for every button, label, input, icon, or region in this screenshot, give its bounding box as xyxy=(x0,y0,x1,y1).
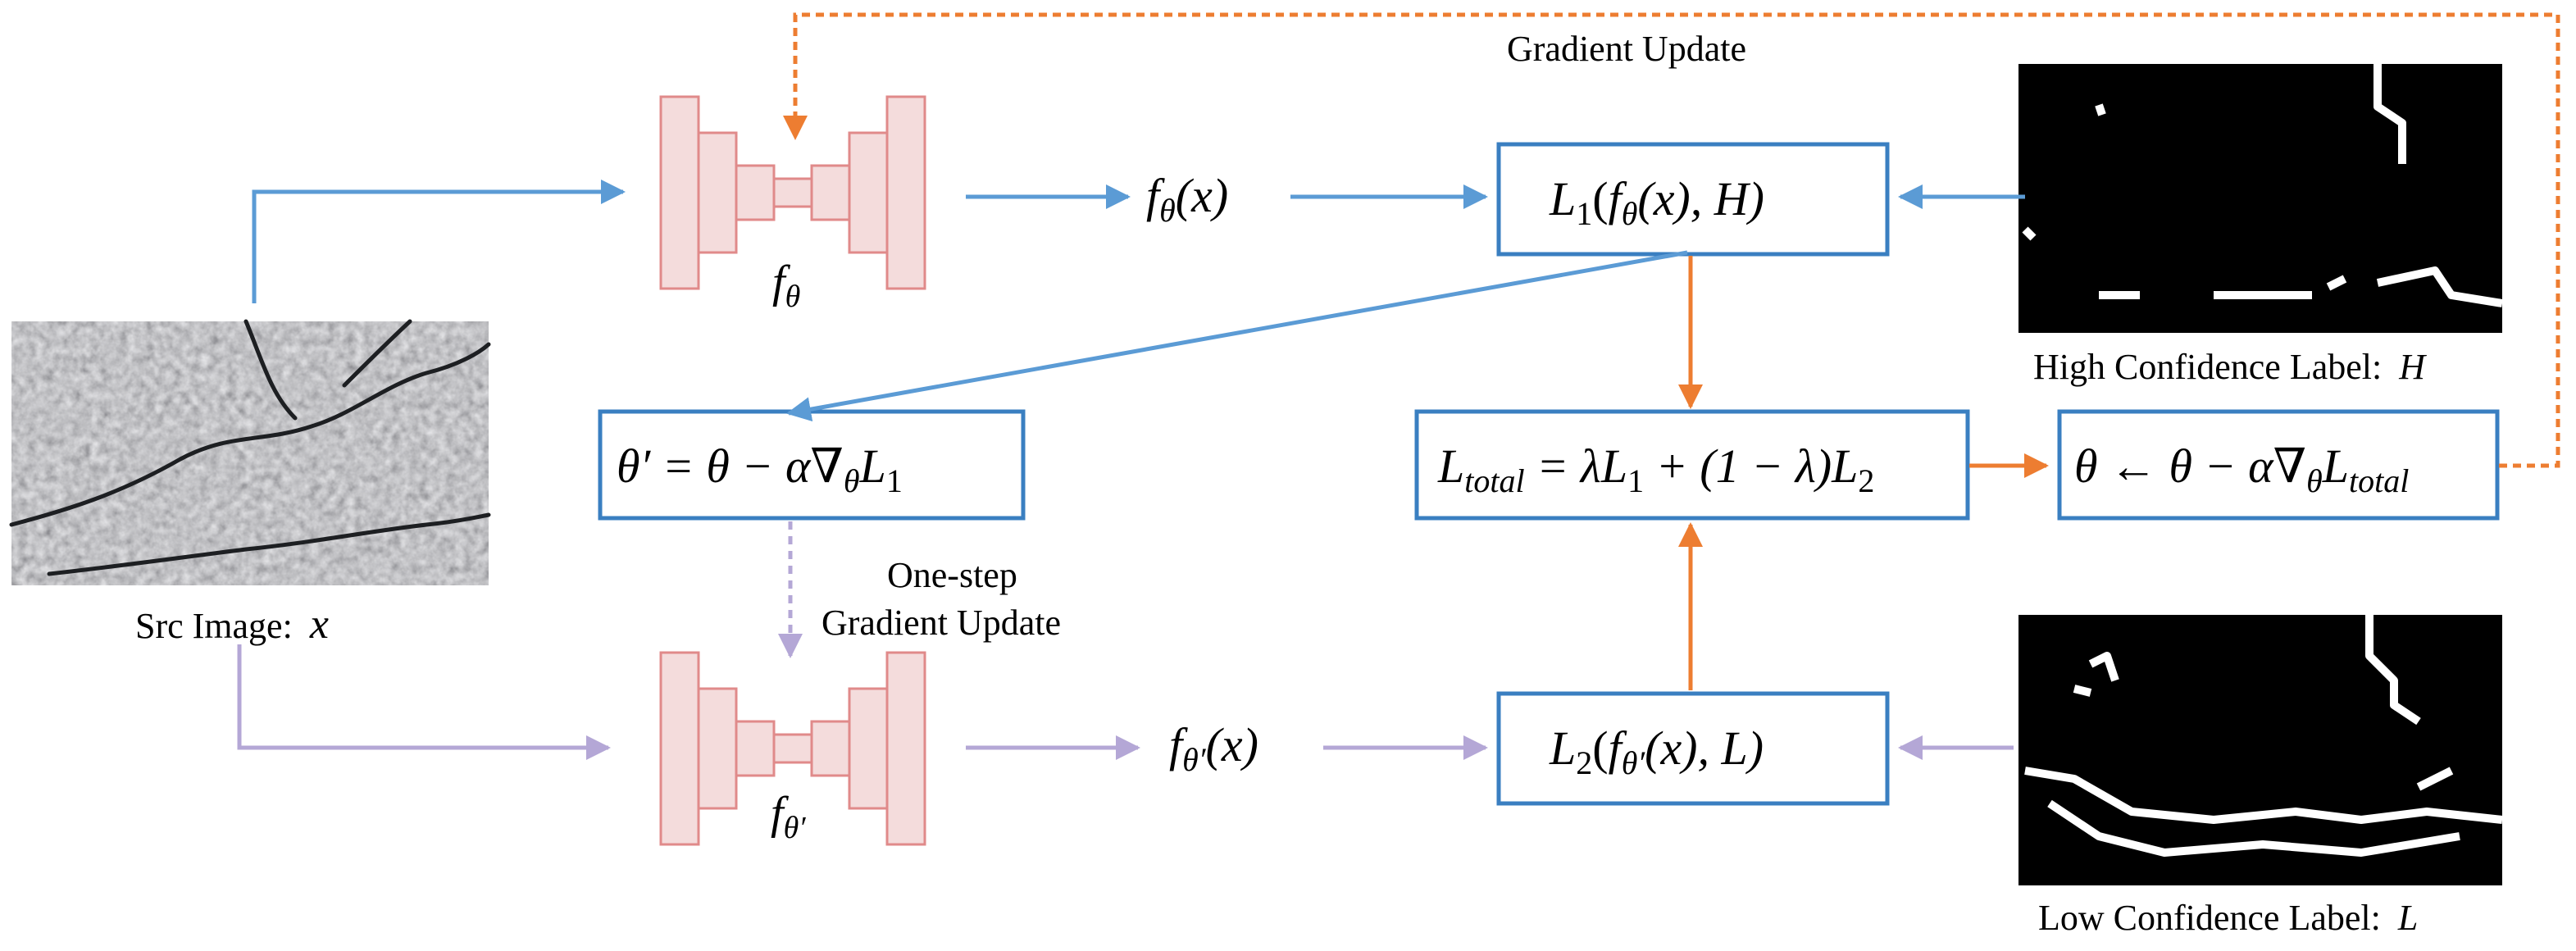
theta-update-bsub: total xyxy=(2349,462,2409,499)
one-step-label-1: One-step xyxy=(887,555,1017,595)
low-label: Low Confidence Label: xyxy=(2038,898,2381,938)
l1-L: L xyxy=(1549,172,1576,225)
l-total-csub: 2 xyxy=(1858,462,1874,499)
l1-fsub: θ xyxy=(1622,195,1638,232)
l1-box xyxy=(1496,142,1890,257)
theta-prime-bsub: 1 xyxy=(886,462,903,499)
high-var: H xyxy=(2398,347,2427,387)
svg-text:fθ(x): fθ(x) xyxy=(1146,169,1228,229)
l2-sub: 2 xyxy=(1576,744,1592,781)
l1-sub: 1 xyxy=(1576,195,1592,232)
arrow-l1-to-thetaprime xyxy=(786,250,1688,422)
svg-text:fθ′: fθ′ xyxy=(771,788,806,845)
l-total-asub: total xyxy=(1464,462,1524,499)
source-image xyxy=(9,319,491,585)
svg-text:θ ← θ − α∇θLtotal: θ ← θ − α∇θLtotal xyxy=(2074,439,2409,499)
svg-text:θ′ = θ − α∇θL1: θ′ = θ − α∇θL1 xyxy=(617,439,903,499)
svg-text:High Confidence Label: H: High Confidence Label: H xyxy=(2033,347,2427,387)
network-icon xyxy=(659,651,926,846)
l2-fsub: θ′ xyxy=(1622,744,1646,781)
l2-box xyxy=(1496,691,1890,806)
f-theta-x-sub: θ xyxy=(1159,192,1176,229)
l-total-b: = λL xyxy=(1525,439,1628,493)
l-total-c: + (1 − λ)L xyxy=(1644,439,1858,493)
l2-L: L xyxy=(1549,721,1576,775)
src-image-var: x xyxy=(309,601,329,648)
f-theta-prime-sub: θ′ xyxy=(784,811,807,845)
svg-text:Ltotal = λL1 + (1 − λ)L2: Ltotal = λL1 + (1 − λ)L2 xyxy=(1437,439,1874,499)
arrow-gradient-update-loop xyxy=(783,12,2560,468)
l2-pre: ( xyxy=(1592,721,1608,775)
mask-image xyxy=(2018,64,2503,333)
high-label: High Confidence Label: xyxy=(2033,347,2382,387)
network-icon xyxy=(659,95,926,290)
svg-text:L1(fθ(x), H): L1(fθ(x), H) xyxy=(1549,172,1764,232)
theta-update-box xyxy=(2057,409,2500,521)
svg-text:Low Confidence Label: L: Low Confidence Label: L xyxy=(2038,898,2418,938)
crack-lines xyxy=(9,319,491,576)
f-theta-prime-x-arg: (x) xyxy=(1206,718,1258,771)
arrow-src-to-ftheta-prime xyxy=(237,644,611,760)
l-total-bsub: 1 xyxy=(1627,462,1644,499)
svg-text:Src Image: x: Src Image: x xyxy=(135,601,329,648)
arrow-src-to-ftheta xyxy=(252,180,626,303)
gradient-update-label: Gradient Update xyxy=(1507,29,1746,69)
svg-text:fθ: fθ xyxy=(772,257,800,314)
theta-prime-a: θ′ = θ − α∇ xyxy=(617,439,844,493)
f-theta-x-arg: (x) xyxy=(1176,169,1228,222)
theta-prime-b: L xyxy=(859,439,886,493)
l2-post: (x), L) xyxy=(1645,721,1764,775)
l1-post: (x), H) xyxy=(1637,172,1764,225)
low-var: L xyxy=(2397,898,2418,938)
l-total-box xyxy=(1414,409,1970,521)
l-total-a: L xyxy=(1437,439,1464,493)
f-theta-prime-x-sub: θ′ xyxy=(1182,741,1207,778)
svg-text:L2(fθ′(x), L): L2(fθ′(x), L) xyxy=(1549,721,1764,781)
one-step-label-2: Gradient Update xyxy=(821,603,1061,643)
theta-prime-asub: θ xyxy=(844,462,860,499)
l1-pre: ( xyxy=(1592,172,1608,225)
f-theta-sub: θ xyxy=(785,280,801,314)
theta-update-b: L xyxy=(2322,439,2349,493)
theta-update-asub: θ xyxy=(2306,462,2323,499)
theta-update-a: θ ← θ − α∇ xyxy=(2074,439,2306,493)
src-image-label: Src Image: xyxy=(135,606,293,646)
svg-text:fθ′(x): fθ′(x) xyxy=(1169,718,1258,778)
mask-image xyxy=(2018,615,2503,885)
